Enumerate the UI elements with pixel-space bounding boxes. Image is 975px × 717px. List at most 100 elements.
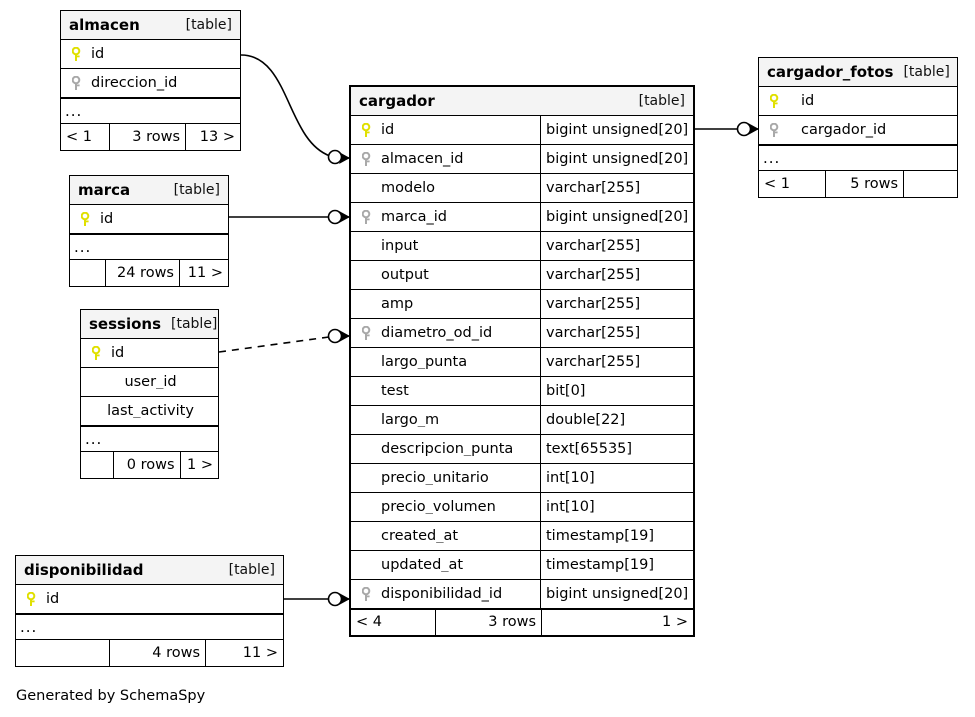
table-tag-almacen: [table] [185, 17, 232, 33]
table-row[interactable]: precio_unitario int[10] [351, 464, 693, 493]
column-type-cell: bit[0] [540, 377, 693, 405]
column-label: precio_volumen [381, 499, 496, 515]
row-count-label: 3 rows [110, 124, 186, 150]
column-name-cell: amp [351, 297, 540, 312]
column-name-cell: modelo [351, 181, 540, 196]
table-name-marca: marca [78, 180, 131, 199]
truncated-columns-indicator: ... [70, 234, 228, 260]
table-row[interactable]: modelo varchar[255] [351, 174, 693, 203]
column-label: largo_m [381, 412, 440, 428]
table-node-disponibilidad[interactable]: disponibilidad [table] id ... 4 rows 11 … [15, 555, 284, 667]
next-page-button[interactable]: 11 > [242, 644, 278, 661]
table-row[interactable]: largo_punta varchar[255] [351, 348, 693, 377]
table-node-cargador-fotos[interactable]: cargador_fotos [table] id cargador_id ..… [758, 57, 958, 198]
table-row[interactable]: diametro_od_id varchar[255] [351, 319, 693, 348]
table-name-sessions: sessions [89, 314, 162, 333]
next-page-button[interactable]: 13 > [199, 128, 235, 145]
column-name-cell: output [351, 268, 540, 283]
table-name-disponibilidad: disponibilidad [24, 560, 144, 579]
table-row[interactable]: almacen_id bigint unsigned[20] [351, 145, 693, 174]
column-label: id [46, 591, 60, 607]
column-name-cell: updated_at [351, 558, 540, 573]
prev-page-button[interactable]: < 1 [61, 124, 110, 150]
column-name-cell: marca_id [351, 209, 540, 225]
primary-key-icon [765, 93, 787, 109]
column-type-cell: varchar[255] [540, 348, 693, 376]
prev-page-button[interactable]: < 1 [759, 171, 826, 197]
column-name-cell: largo_punta [351, 355, 540, 370]
table-row[interactable]: id [70, 205, 228, 234]
table-row[interactable]: descripcion_punta text[65535] [351, 435, 693, 464]
column-label: cargador_id [801, 122, 887, 138]
column-label: test [381, 383, 409, 399]
table-row[interactable]: precio_volumen int[10] [351, 493, 693, 522]
table-footer-almacen: < 1 3 rows 13 > [61, 124, 240, 150]
table-row[interactable]: id [16, 585, 283, 614]
table-node-sessions[interactable]: sessions [table] id user_id last_activit… [80, 309, 219, 479]
table-node-marca[interactable]: marca [table] id ... 24 rows 11 > [69, 175, 229, 287]
column-name-cell: created_at [351, 529, 540, 544]
table-row[interactable]: id bigint unsigned[20] [351, 116, 693, 145]
table-row[interactable]: test bit[0] [351, 377, 693, 406]
column-name-cell: direccion_id [61, 75, 240, 91]
prev-page-button[interactable] [16, 640, 110, 666]
table-row[interactable]: id [81, 339, 218, 368]
table-node-almacen[interactable]: almacen [table] id direccion_id ... < 1 … [60, 10, 241, 151]
table-name-cargador-fotos: cargador_fotos [767, 62, 894, 81]
next-page-button[interactable]: 11 > [187, 264, 223, 281]
table-row[interactable]: id [61, 40, 240, 69]
next-page-button[interactable] [904, 171, 957, 197]
column-type-cell: varchar[255] [540, 174, 693, 202]
column-name-cell: cargador_id [759, 122, 957, 138]
table-row[interactable]: user_id [81, 368, 218, 397]
table-row[interactable]: updated_at timestamp[19] [351, 551, 693, 580]
column-label: id [100, 211, 114, 227]
table-row[interactable]: largo_m double[22] [351, 406, 693, 435]
table-name-cargador: cargador [359, 91, 435, 110]
table-row[interactable]: cargador_id [759, 116, 957, 145]
column-label: precio_unitario [381, 470, 489, 486]
column-name-cell: id [759, 93, 957, 109]
table-row[interactable]: disponibilidad_id bigint unsigned[20] [351, 580, 693, 609]
table-row[interactable]: amp varchar[255] [351, 290, 693, 319]
table-row[interactable]: last_activity [81, 397, 218, 426]
column-label: last_activity [107, 403, 194, 419]
prev-page-button[interactable] [81, 452, 114, 478]
foreign-key-icon [357, 151, 379, 167]
column-type-cell: bigint unsigned[20] [540, 580, 693, 608]
column-type-cell: double[22] [540, 406, 693, 434]
primary-key-icon [87, 345, 109, 361]
column-name-cell: diametro_od_id [351, 325, 540, 341]
column-label: output [381, 267, 429, 283]
table-row[interactable]: marca_id bigint unsigned[20] [351, 203, 693, 232]
truncated-columns-indicator: ... [81, 426, 218, 452]
prev-page-button[interactable] [70, 260, 106, 286]
row-count-label: 5 rows [826, 171, 904, 197]
table-row[interactable]: output varchar[255] [351, 261, 693, 290]
column-type-cell: varchar[255] [540, 261, 693, 289]
table-row[interactable]: id [759, 87, 957, 116]
column-label: id [801, 93, 815, 109]
column-label: updated_at [381, 557, 464, 573]
table-header-disponibilidad: disponibilidad [table] [16, 556, 283, 585]
column-name-cell: precio_unitario [351, 471, 540, 486]
primary-key-icon [67, 46, 89, 62]
table-row[interactable]: created_at timestamp[19] [351, 522, 693, 551]
table-row[interactable]: input varchar[255] [351, 232, 693, 261]
edge-cargador-cargadorfotos [695, 121, 759, 137]
table-node-cargador[interactable]: cargador [table] id bigint unsigned[20] … [349, 85, 695, 637]
table-footer-cargador-fotos: < 1 5 rows [759, 171, 957, 197]
column-type-cell: bigint unsigned[20] [540, 145, 693, 173]
table-row[interactable]: direccion_id [61, 69, 240, 98]
edge-sessions-cargador [218, 328, 350, 353]
truncated-columns-indicator: ... [61, 98, 240, 124]
foreign-key-icon [765, 122, 787, 138]
column-label: id [91, 46, 105, 62]
next-page-button[interactable]: 1 > [662, 614, 688, 631]
prev-page-button[interactable]: < 4 [351, 610, 436, 635]
column-name-cell: id [61, 46, 240, 62]
primary-key-icon [357, 122, 379, 138]
edge-disponibilidad-cargador [284, 591, 350, 607]
column-name-cell: id [70, 211, 228, 227]
next-page-button[interactable]: 1 > [187, 456, 214, 473]
